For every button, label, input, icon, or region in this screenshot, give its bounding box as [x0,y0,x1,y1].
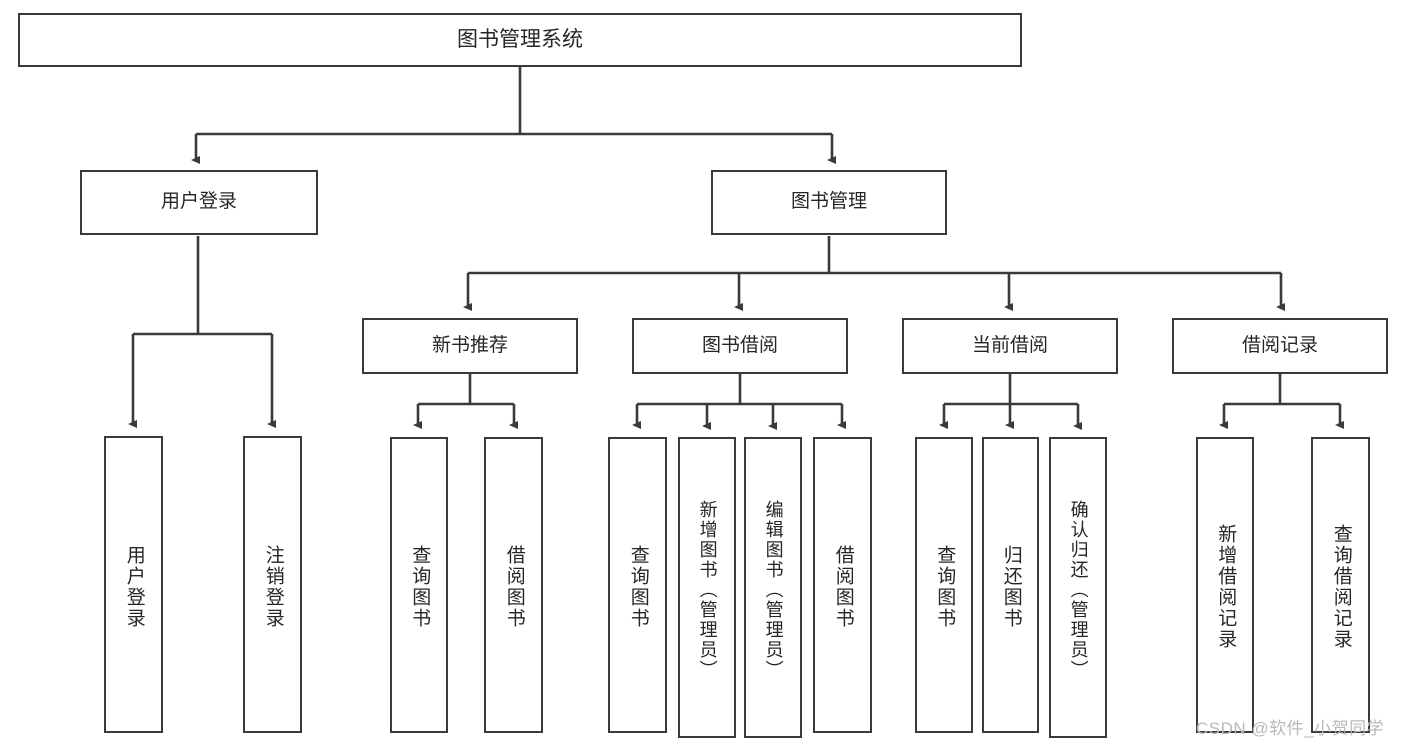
node-label: 新书推荐 [431,334,508,356]
leaf-current-query-book[interactable]: 查询图书 [915,437,973,733]
node-borrow-record[interactable]: 借阅记录 [1172,318,1388,374]
node-label: 图书管理 [790,191,867,213]
node-label: 新增借阅记录 [1215,524,1237,650]
node-label: 借阅记录 [1241,334,1318,356]
leaf-borrow-add-book-admin[interactable]: 新增图书（管理员） [678,437,736,738]
node-label: 新增图书（管理员） [697,499,718,680]
node-label: 用户登录 [123,544,145,629]
node-new-book-recommend[interactable]: 新书推荐 [362,318,578,374]
node-book-management[interactable]: 图书管理 [711,170,947,235]
leaf-new-book-query[interactable]: 查询图书 [390,437,448,733]
leaf-current-return-book[interactable]: 归还图书 [982,437,1039,733]
node-label: 归还图书 [1000,545,1022,629]
leaf-new-book-borrow[interactable]: 借阅图书 [484,437,543,733]
node-label: 查询借阅记录 [1330,524,1352,650]
node-label: 编辑图书（管理员） [763,499,784,680]
node-label: 查询图书 [934,545,956,629]
leaf-user-login-login[interactable]: 用户登录 [104,436,163,733]
node-label: 注销登录 [262,544,284,629]
node-label: 当前借阅 [971,334,1048,356]
node-user-login[interactable]: 用户登录 [80,170,318,235]
leaf-borrow-query-book[interactable]: 查询图书 [608,437,667,733]
node-label: 确认归还（管理员） [1068,499,1089,680]
csdn-watermark: CSDN @软件_小贺同学 [1196,719,1385,738]
leaf-user-login-logout[interactable]: 注销登录 [243,436,302,733]
node-root-system[interactable]: 图书管理系统 [18,13,1022,67]
node-book-borrow[interactable]: 图书借阅 [632,318,848,374]
node-label: 借阅图书 [832,545,854,629]
node-label: 用户登录 [160,191,237,213]
leaf-current-confirm-return-admin[interactable]: 确认归还（管理员） [1049,437,1107,738]
node-label: 借阅图书 [503,545,525,629]
node-label: 查询图书 [409,545,431,629]
node-label: 图书管理系统 [457,27,583,51]
leaf-borrow-edit-book-admin[interactable]: 编辑图书（管理员） [744,437,802,738]
leaf-record-add-record[interactable]: 新增借阅记录 [1196,437,1254,733]
leaf-borrow-borrow-book[interactable]: 借阅图书 [813,437,872,733]
node-current-borrow[interactable]: 当前借阅 [902,318,1118,374]
leaf-record-query-record[interactable]: 查询借阅记录 [1311,437,1370,733]
node-label: 图书借阅 [701,334,778,356]
node-label: 查询图书 [627,545,649,629]
